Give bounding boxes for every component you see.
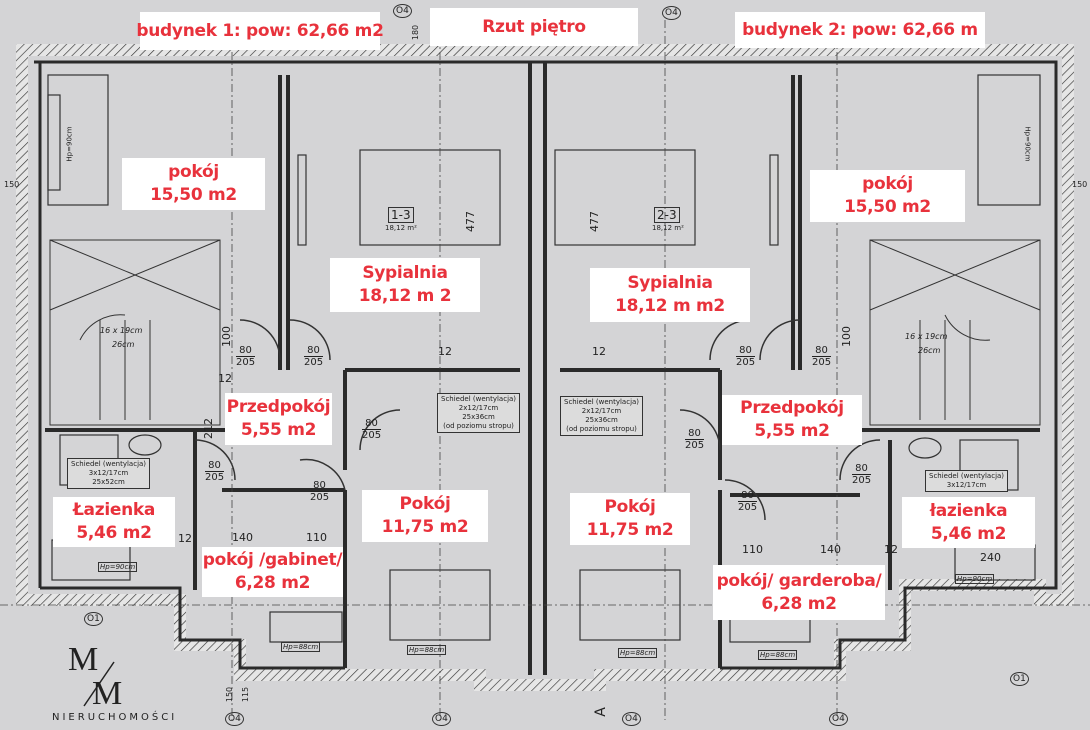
- dim-100-right: 100: [840, 326, 853, 347]
- section-marker: A: [592, 707, 609, 717]
- dim-240: 240: [980, 551, 1001, 564]
- dim-150-right: 150: [1072, 180, 1088, 189]
- axis-lines: [0, 20, 1090, 720]
- svg-text:M: M: [92, 675, 122, 710]
- brand-logo: M M: [68, 641, 122, 710]
- axis-o4-d: O4: [829, 712, 848, 726]
- axis-o4-top-right: O4: [662, 6, 681, 20]
- axis-o4-c: O4: [622, 712, 641, 726]
- stair-depth-right: 26cm: [918, 346, 941, 355]
- dim-12-d: 12: [178, 532, 192, 545]
- dim-110-right: 110: [742, 543, 763, 556]
- sill-room-top-left: Hp=90cm: [65, 126, 74, 162]
- dim-12-a: 12: [218, 372, 232, 385]
- interior-walls: [45, 62, 1040, 675]
- stairs: [49, 239, 1041, 426]
- sill-wardrobe: Hp=88cm: [758, 650, 798, 660]
- sill-room-right: Hp=88cm: [618, 648, 658, 658]
- dim-100-left: 100: [220, 326, 233, 347]
- stair-step-left: 16 x 19cm: [100, 326, 143, 335]
- room-code-2-area: 18,12 m²: [652, 224, 684, 232]
- svg-text:M: M: [68, 641, 98, 678]
- building1-area-label: budynek 1: pow: 62,66 m2: [136, 12, 384, 50]
- building2-area-label: budynek 2: pow: 62,66 m: [735, 12, 985, 48]
- room-code-1: 1-3: [388, 207, 414, 223]
- room-label-b1-office: pokój /gabinet/6,28 m2: [202, 547, 343, 597]
- stair-step-right: 16 x 19cm: [905, 332, 948, 341]
- dim-150-left: 150: [4, 180, 20, 189]
- dim-477-right: 477: [588, 211, 601, 232]
- plan-title: Rzut piętro: [430, 8, 638, 46]
- axis-o1-right: O1: [1010, 672, 1029, 686]
- dim-12-c: 12: [592, 345, 606, 358]
- sill-room-top-right: Hp=90cm: [1023, 126, 1032, 162]
- dim-150-b: 150: [225, 686, 235, 703]
- axis-o4-a: O4: [225, 712, 244, 726]
- axis-o4-top-left: O4: [393, 4, 412, 18]
- dim-12-e: 12: [884, 543, 898, 556]
- doors: [194, 319, 881, 521]
- room-code-2: 2-3: [654, 207, 680, 223]
- dim-115-a: 115: [241, 686, 251, 703]
- sill-room-left: Hp=88cm: [407, 645, 447, 655]
- dim-140-right: 140: [820, 543, 841, 556]
- sill-right-bath: Hp=90cm: [955, 574, 995, 584]
- room-label-b2-wardrobe: pokój/ garderoba/6,28 m2: [713, 565, 885, 620]
- dim-110-left: 110: [306, 531, 327, 544]
- axis-o4-b: O4: [432, 712, 451, 726]
- dim-140-left: 140: [232, 531, 253, 544]
- room-code-1-area: 18,12 m²: [385, 224, 417, 232]
- dim-12-b: 12: [438, 345, 452, 358]
- sill-left-bath: Hp=90cm: [98, 562, 138, 572]
- dim-477-left: 477: [464, 211, 477, 232]
- axis-o1-left: O1: [84, 612, 103, 626]
- sill-office: Hp=88cm: [281, 642, 321, 652]
- dim-180: 180: [411, 24, 421, 41]
- stair-depth-left: 26cm: [112, 340, 135, 349]
- brand-name: NIERUCHOMOŚCI: [52, 712, 178, 723]
- dim-212: 212: [202, 418, 215, 439]
- vent-note-bath-right: Schiedel (wentylacja)3x12/17cm: [925, 470, 1009, 492]
